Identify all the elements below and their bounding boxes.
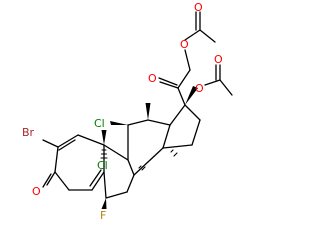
c11-cl-wedge — [110, 121, 128, 125]
c17-acetate — [185, 64, 233, 105]
c8-h-hashed-bond — [138, 165, 146, 171]
atom-label-o20: O — [148, 72, 157, 85]
c17-side-chain — [158, 11, 216, 106]
c13-methyl-wedge — [145, 103, 151, 120]
atom-label-br: Br — [22, 126, 35, 139]
structure-diagram: Br O Cl Cl F O O O O O — [22, 1, 233, 222]
atom-label-o21: O — [180, 38, 189, 51]
ring-a — [54, 134, 105, 191]
atom-label-cl9: Cl — [97, 159, 108, 172]
c2-br-bond — [42, 139, 59, 148]
ring-c — [127, 119, 171, 176]
ring-b — [103, 144, 135, 199]
c3-ketone — [42, 171, 56, 188]
c6-f-wedge — [101, 198, 107, 209]
c9-cl-hashed-bond — [100, 149, 108, 159]
c14-h-hashed-bond — [170, 149, 178, 157]
ring-d — [162, 104, 201, 149]
atom-label-o-acyl21: O — [194, 1, 203, 14]
c10-methyl-wedge — [101, 130, 107, 145]
atom-label-o-acyl17: O — [214, 53, 223, 66]
atom-label-f: F — [100, 209, 106, 222]
molecule-canvas: Br O Cl Cl F O O O O O — [22, 1, 233, 222]
atom-label-o3: O — [32, 185, 41, 198]
atom-label-cl11: Cl — [94, 117, 105, 130]
atom-label-o17: O — [195, 82, 204, 95]
